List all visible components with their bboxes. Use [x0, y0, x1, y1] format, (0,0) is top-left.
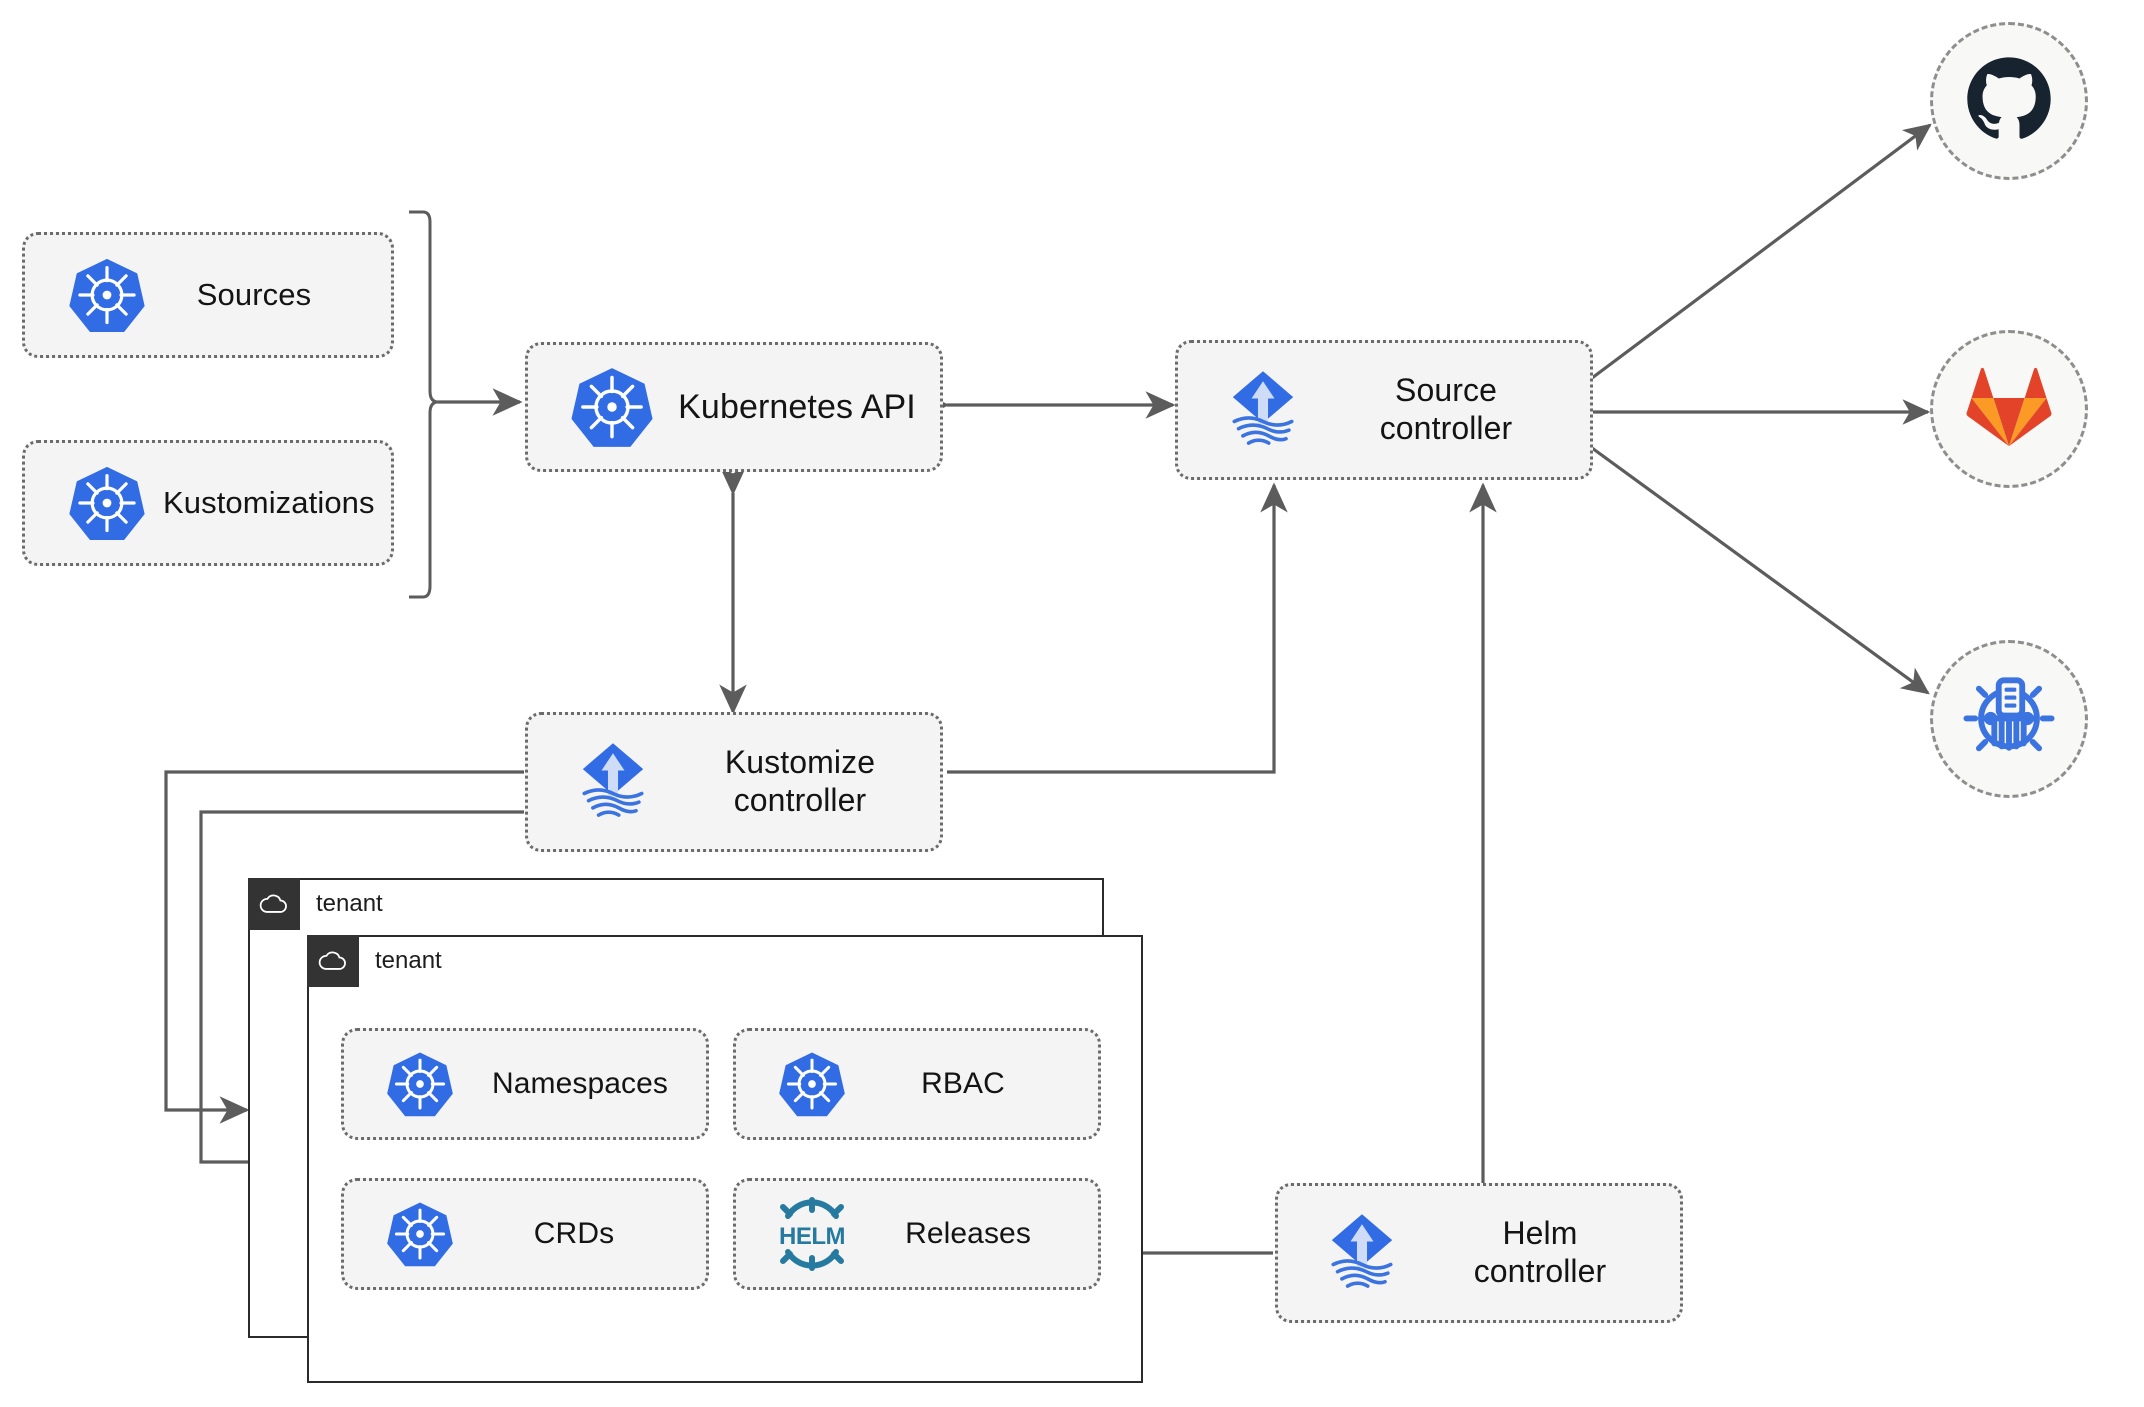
- node-namespaces-label: Namespaces: [491, 1067, 669, 1101]
- node-sources-label: Sources: [196, 276, 312, 312]
- node-namespaces[interactable]: Namespaces: [341, 1028, 709, 1140]
- kubernetes-icon: [344, 1200, 472, 1268]
- github-icon: [1963, 53, 2055, 150]
- tenant-tab-back: tenant: [248, 878, 383, 930]
- node-kustomize-controller-label: Kustomize controller: [724, 744, 876, 818]
- flux-icon: [528, 736, 678, 828]
- node-rbac[interactable]: RBAC: [733, 1028, 1101, 1140]
- kubernetes-icon: [736, 1050, 864, 1118]
- wire-kustomize-to-source: [947, 482, 1288, 774]
- wire-source-to-helmrepo: [1591, 446, 1930, 695]
- node-gitlab[interactable]: [1930, 330, 2088, 488]
- node-releases-label: Releases: [905, 1217, 1031, 1251]
- flux-icon: [1278, 1207, 1426, 1299]
- tenant-tab-front-label: tenant: [375, 947, 442, 974]
- svg-text:HELM: HELM: [779, 1223, 845, 1250]
- node-kustomize-controller[interactable]: Kustomize controller: [525, 712, 943, 852]
- kubernetes-icon: [528, 365, 672, 449]
- node-source-controller[interactable]: Source controller: [1175, 340, 1593, 480]
- resources-brace: [409, 210, 439, 599]
- wire-source-to-github: [1591, 123, 1932, 380]
- tenant-container-front[interactable]: tenant: [307, 935, 1143, 1383]
- node-github[interactable]: [1930, 22, 2088, 180]
- node-releases[interactable]: HELM Releases: [733, 1178, 1101, 1290]
- kubernetes-icon: [25, 256, 163, 334]
- node-kustomizations[interactable]: Kustomizations: [22, 440, 394, 566]
- node-crds[interactable]: CRDs: [341, 1178, 709, 1290]
- flux-icon: [1178, 364, 1328, 456]
- helm-repository-icon: [1962, 670, 2056, 769]
- node-helm-controller[interactable]: Helm controller: [1275, 1183, 1683, 1323]
- node-sources[interactable]: Sources: [22, 232, 394, 358]
- kubernetes-icon: [344, 1050, 472, 1118]
- helm-logo-icon: HELM: [736, 1194, 866, 1274]
- node-crds-label: CRDs: [533, 1217, 615, 1251]
- node-helm-controller-label: Helm controller: [1473, 1215, 1607, 1289]
- tenant-tab-front: tenant: [307, 935, 442, 987]
- node-kustomizations-label: Kustomizations: [163, 484, 375, 520]
- node-source-controller-label: Source controller: [1379, 372, 1513, 446]
- node-kubernetes-api-label: Kubernetes API: [678, 387, 916, 426]
- node-rbac-label: RBAC: [921, 1067, 1005, 1101]
- node-kubernetes-api[interactable]: Kubernetes API: [525, 342, 943, 472]
- cloud-icon: [248, 878, 300, 930]
- cloud-icon: [307, 935, 359, 987]
- tenant-tab-back-label: tenant: [316, 890, 383, 917]
- node-helm-repository[interactable]: [1930, 640, 2088, 798]
- kubernetes-icon: [25, 464, 163, 542]
- gitlab-icon: [1965, 365, 2053, 454]
